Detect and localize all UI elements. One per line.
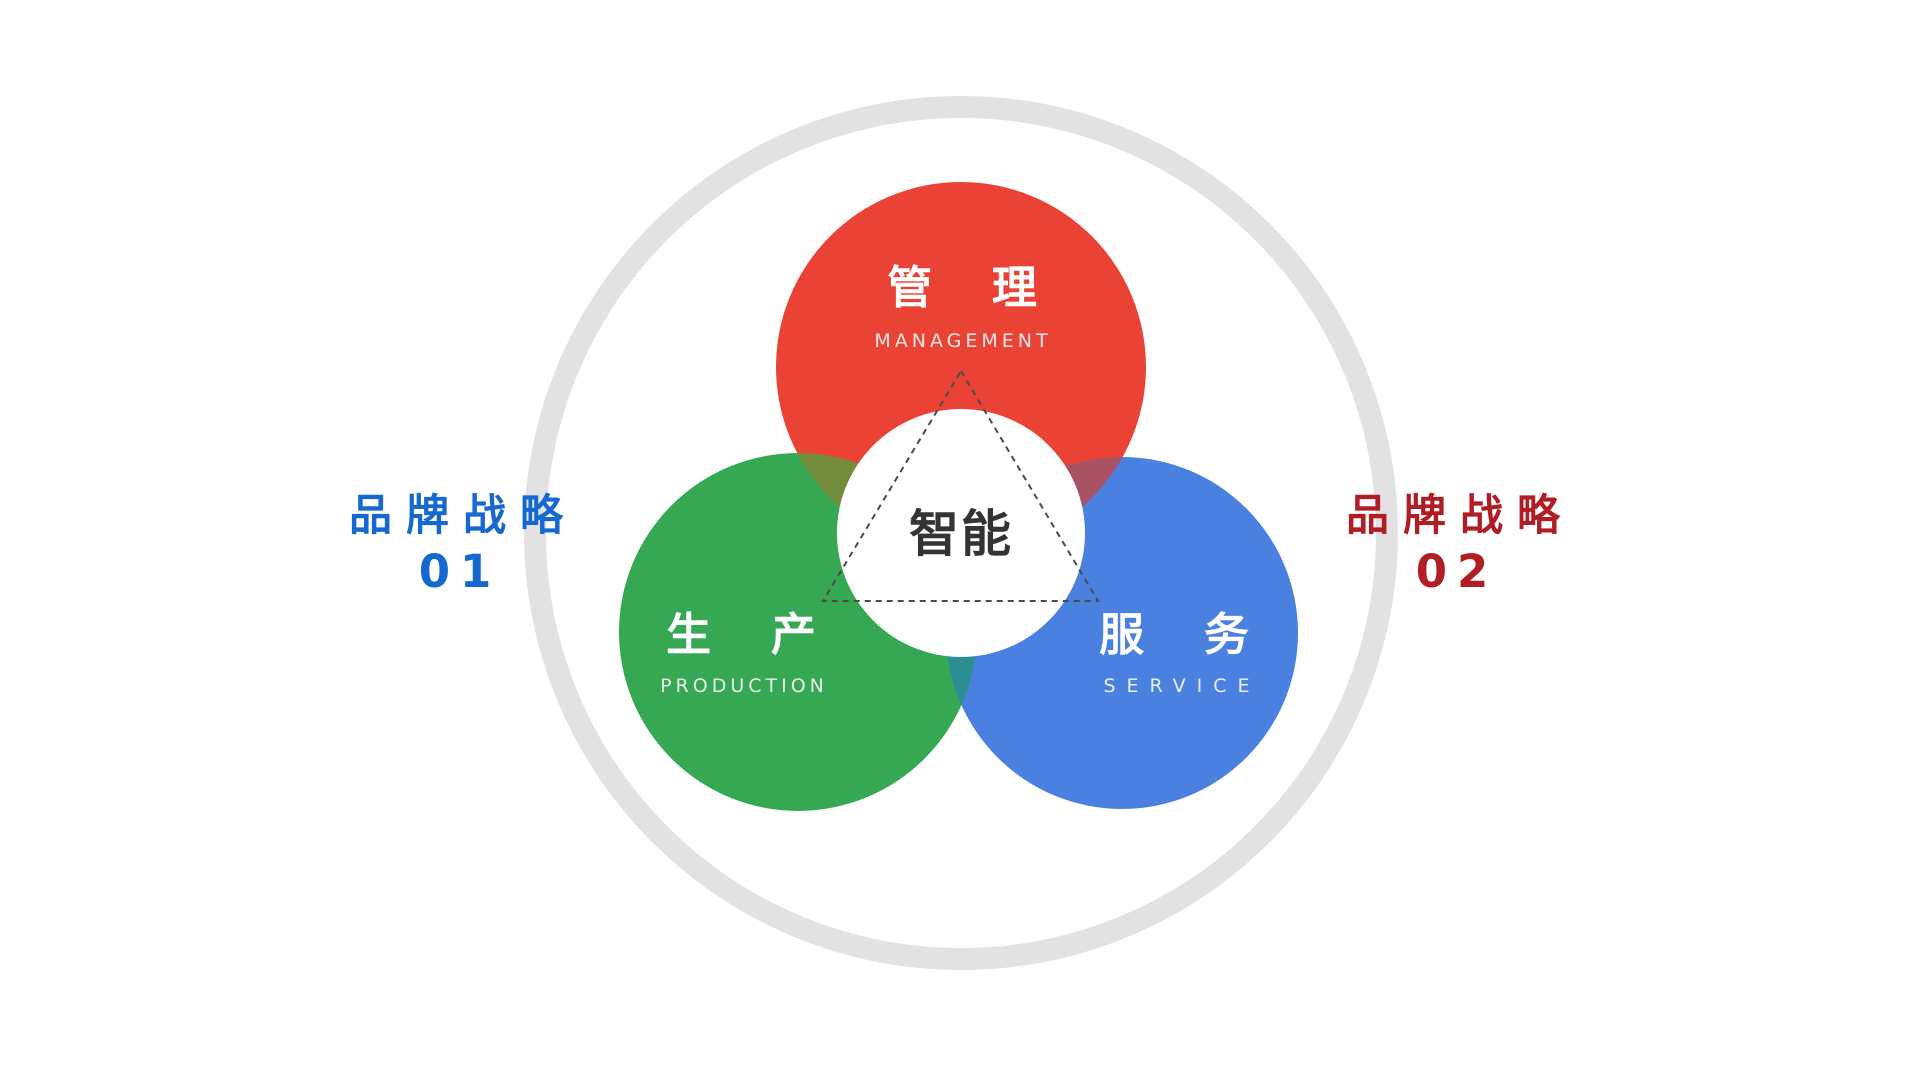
management-subtitle: MANAGEMENT <box>874 330 1051 352</box>
center-title: 智能 <box>909 505 1013 563</box>
left-label-title: 品牌战略 <box>349 491 577 541</box>
service-title: 服 务 <box>1099 608 1271 661</box>
production-subtitle: PRODUCTION <box>660 675 828 697</box>
dashed-triangle <box>821 369 1100 602</box>
right-label-number: 02 <box>1416 545 1499 598</box>
service-subtitle: SERVICE <box>1103 675 1260 697</box>
outer-ring <box>524 96 1398 970</box>
right-label-title: 品牌战略 <box>1346 491 1574 541</box>
center-circle <box>837 409 1085 657</box>
management-title: 管 理 <box>887 261 1059 314</box>
left-label-number: 01 <box>419 545 502 598</box>
production-title: 生 产 <box>666 608 838 661</box>
